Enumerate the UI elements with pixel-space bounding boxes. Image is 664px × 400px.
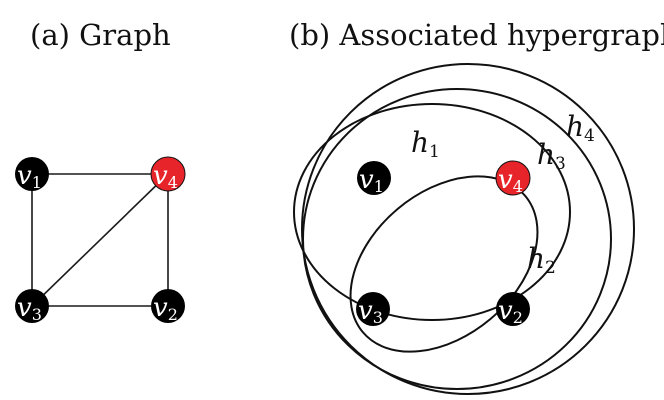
- graph-node-v4-disc: [150, 156, 186, 192]
- hyper-node-v2-disc: [496, 292, 530, 326]
- graph-node-v3: v3: [15, 289, 49, 324]
- hyperedge-label-h2: h2: [527, 242, 556, 278]
- graph-node-v4: v4: [150, 156, 186, 192]
- hyper-node-v1: v1: [357, 161, 391, 196]
- graph-node-v3-disc: [15, 289, 49, 323]
- hypergraph-panel: h1 h3 h4 h2 v1 v4 v3 v2: [293, 63, 635, 395]
- hyper-node-v4-label: v4: [498, 165, 523, 196]
- hyperedge-h1: [293, 103, 571, 321]
- caption-graph: (a) Graph: [30, 18, 171, 52]
- hyperedge-label-h1: h1: [411, 126, 440, 162]
- hyperedge-label-h4: h4: [566, 110, 595, 146]
- hyperedge-h4-outer-red: [301, 63, 635, 395]
- hyper-node-v3: v3: [356, 292, 390, 327]
- hyper-node-v1-disc: [357, 161, 391, 195]
- graph-panel: v1 v4 v3 v2: [15, 156, 186, 324]
- hyper-node-v4: v4: [495, 160, 531, 196]
- graph-node-v3-label: v3: [17, 293, 42, 324]
- graph-node-v2-disc: [151, 289, 185, 323]
- hyperedge-h4-ring: [302, 88, 612, 390]
- hyperedge-label-h3: h3: [537, 138, 566, 174]
- hyper-node-v1-label: v1: [359, 165, 384, 196]
- graph-node-v2: v2: [151, 289, 185, 324]
- graph-node-v1-label: v1: [17, 161, 42, 192]
- hyper-node-v3-label: v3: [358, 296, 383, 327]
- graph-node-v4-label: v4: [153, 161, 178, 192]
- hyper-node-v2: v2: [496, 292, 530, 327]
- graph-node-v1-disc: [15, 157, 49, 191]
- hyper-node-v2-label: v2: [498, 296, 523, 327]
- hyper-node-v3-disc: [356, 292, 390, 326]
- caption-hypergraph: (b) Associated hypergraph: [289, 18, 664, 52]
- hyperedge-h2: [349, 175, 539, 353]
- graph-node-v1: v1: [15, 157, 49, 192]
- graph-node-v2-label: v2: [153, 293, 178, 324]
- hyper-node-v4-disc: [495, 160, 531, 196]
- graph-edge-v4-v3: [31, 173, 169, 307]
